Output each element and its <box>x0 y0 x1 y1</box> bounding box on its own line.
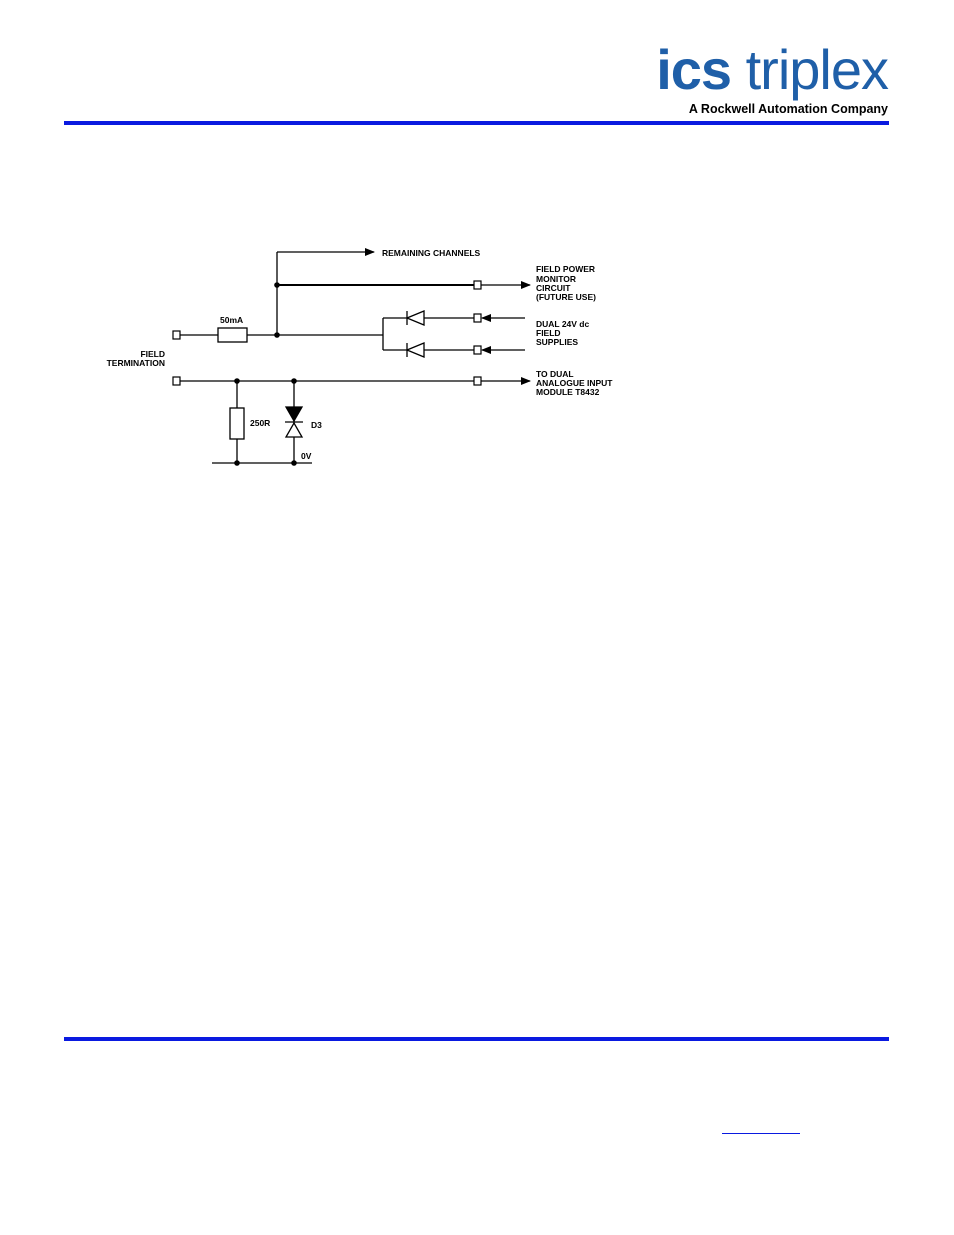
label-field-power-1: FIELD POWER <box>536 264 595 274</box>
label-supplies-3: SUPPLIES <box>536 337 578 347</box>
junction-dot <box>274 282 280 288</box>
junction-dot <box>234 378 240 384</box>
junction-dot <box>274 332 280 338</box>
diode-d3-upper <box>286 407 302 421</box>
terminal-square <box>474 314 481 322</box>
footer-divider <box>64 1037 889 1041</box>
terminal-square <box>474 346 481 354</box>
diode2-triangle <box>407 343 424 357</box>
diode-d3-lower <box>286 423 302 437</box>
junction-dot <box>291 378 297 384</box>
label-fuse-rating: 50mA <box>220 315 243 325</box>
terminal-square <box>474 281 481 289</box>
diode1-triangle <box>407 311 424 325</box>
label-resistor-value: 250R <box>250 418 270 428</box>
fuse-symbol <box>218 328 247 342</box>
terminal-square <box>173 331 180 339</box>
label-to-dual-3: MODULE T8432 <box>536 387 600 397</box>
junction-dot <box>234 460 240 466</box>
footer-link-underline[interactable] <box>722 1133 800 1134</box>
junction-dot <box>291 460 297 466</box>
label-remaining-channels: REMAINING CHANNELS <box>382 248 481 258</box>
terminal-square <box>474 377 481 385</box>
label-ground: 0V <box>301 451 312 461</box>
resistor-symbol <box>230 408 244 439</box>
label-field-2: TERMINATION <box>107 358 165 368</box>
label-field-power-4: (FUTURE USE) <box>536 292 596 302</box>
terminal-square <box>173 377 180 385</box>
label-diode-ref: D3 <box>311 420 322 430</box>
